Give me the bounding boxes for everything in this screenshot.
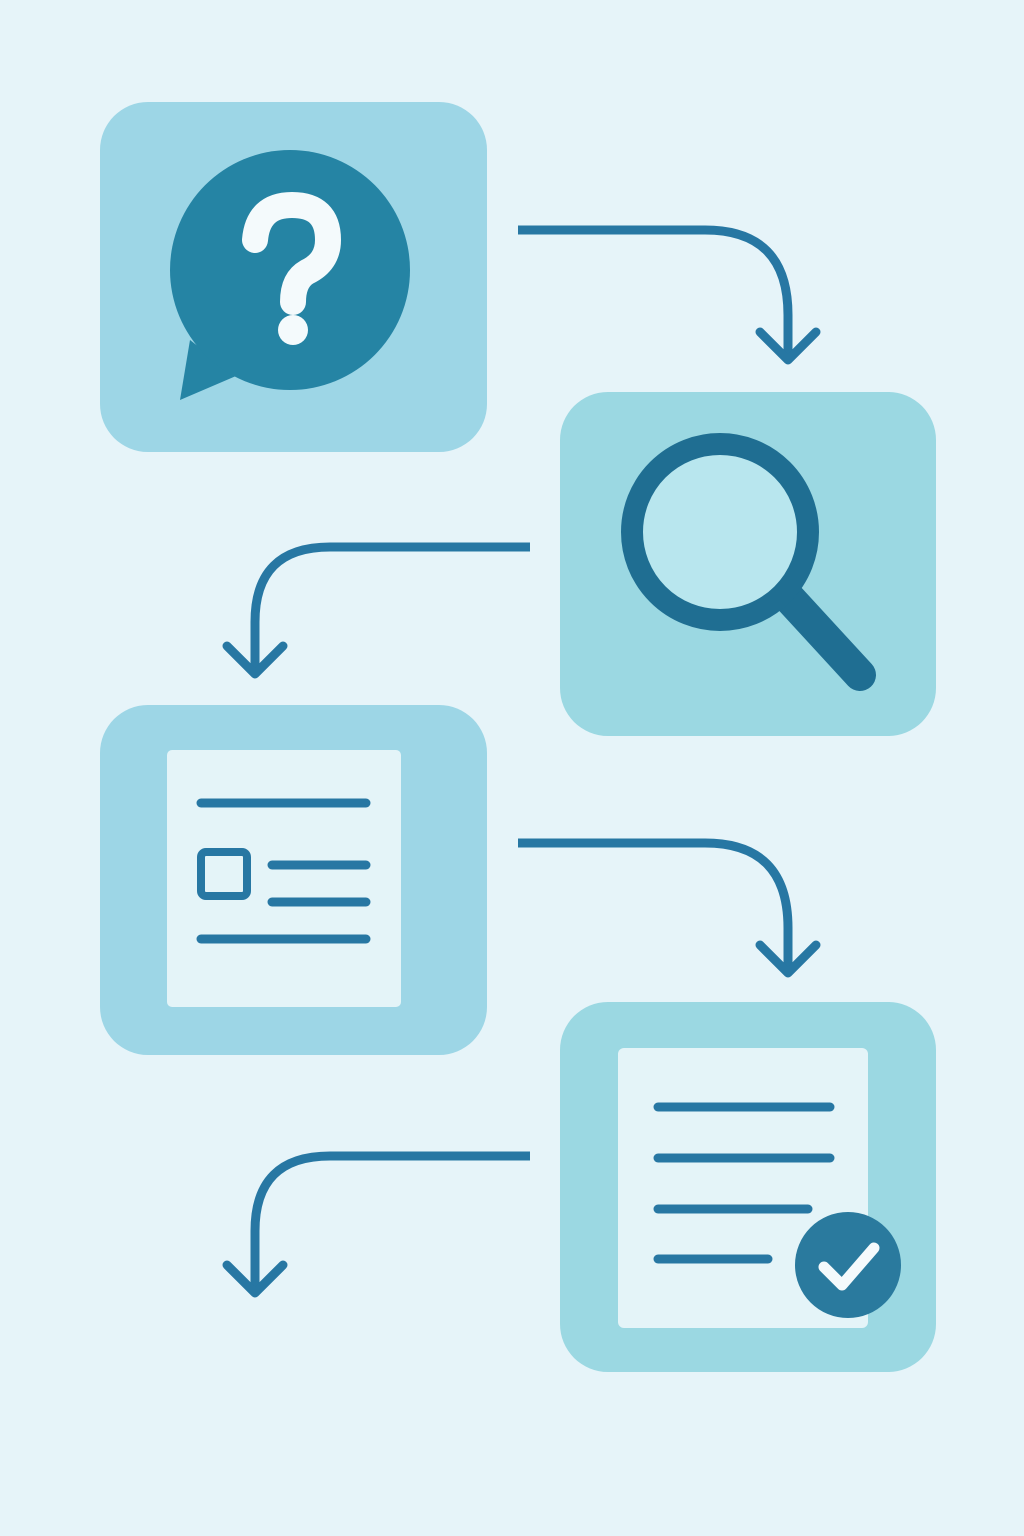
connector-arrow-3: [518, 838, 821, 978]
step-question-tile: [100, 102, 487, 452]
document-with-checkmark-icon: [618, 1048, 901, 1328]
step-document-tile: [100, 705, 487, 1055]
step-search-tile: [560, 392, 936, 736]
checkmark-badge-icon: [795, 1212, 901, 1318]
document-with-image-icon: [167, 750, 401, 1007]
step-verified-document-tile: [560, 1002, 936, 1372]
question-speech-bubble-icon: [170, 150, 410, 400]
connector-arrow-2: [222, 542, 530, 679]
connector-arrow-1: [518, 225, 821, 365]
connector-arrow-4: [222, 1151, 530, 1298]
magnifying-glass-icon: [621, 433, 876, 691]
